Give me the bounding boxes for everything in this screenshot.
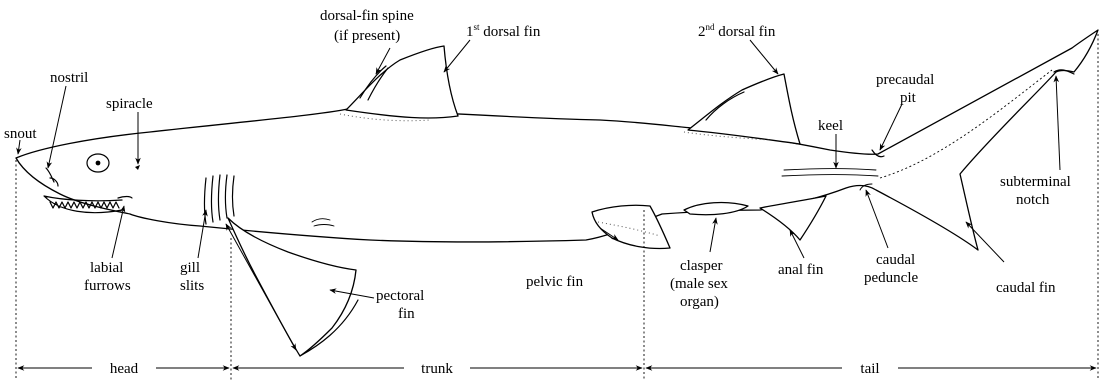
first-dorsal-fin xyxy=(346,46,458,118)
leader-snout xyxy=(18,140,20,154)
label-peduncle-1: caudal xyxy=(876,252,915,268)
region-label-trunk: trunk xyxy=(421,361,453,377)
label-pectoral-1: pectoral xyxy=(376,288,424,304)
label-labial-2: furrows xyxy=(84,278,131,294)
label-first-dorsal: 1st dorsal fin xyxy=(466,22,541,40)
region-label-tail: tail xyxy=(860,361,879,377)
label-labial-1: labial xyxy=(90,260,123,276)
leader-subterminal xyxy=(1056,76,1060,170)
eye-pupil xyxy=(96,161,101,166)
label-precaudal-2: pit xyxy=(900,90,917,106)
label-clasper-2: (male sex xyxy=(670,276,728,292)
pectoral-fin xyxy=(228,218,356,356)
leader-first-dorsal xyxy=(444,40,470,72)
label-anal: anal fin xyxy=(778,262,824,278)
label-subterminal-2: notch xyxy=(1016,192,1050,208)
region-arrows: head trunk tail xyxy=(18,361,1096,377)
label-second-dorsal: 2nd dorsal fin xyxy=(698,22,776,40)
label-spiracle: spiracle xyxy=(106,96,153,112)
label-nostril: nostril xyxy=(50,70,88,86)
body-outline xyxy=(16,30,1098,250)
label-precaudal-1: precaudal xyxy=(876,72,934,88)
leader-clasper xyxy=(710,218,716,252)
leader-second-dorsal xyxy=(750,40,778,74)
label-keel: keel xyxy=(818,118,843,134)
label-peduncle-2: peduncle xyxy=(864,270,918,286)
label-clasper-3: organ) xyxy=(680,294,719,310)
leader-peduncle xyxy=(866,190,888,248)
label-pectoral-2: fin xyxy=(398,306,415,322)
label-gill-2: slits xyxy=(180,278,204,294)
label-subterminal-1: subterminal xyxy=(1000,174,1071,190)
label-caudal: caudal fin xyxy=(996,280,1056,296)
leader-labial xyxy=(112,206,124,258)
label-dorsal-spine-2: (if present) xyxy=(334,28,400,44)
label-pelvic: pelvic fin xyxy=(526,274,584,290)
label-gill-1: gill xyxy=(180,260,200,276)
region-label-head: head xyxy=(110,361,139,377)
label-clasper-1: clasper xyxy=(680,258,722,274)
label-dorsal-spine-1: dorsal-fin spine xyxy=(320,8,414,24)
label-snout: snout xyxy=(4,126,37,142)
shark-body xyxy=(16,30,1098,356)
